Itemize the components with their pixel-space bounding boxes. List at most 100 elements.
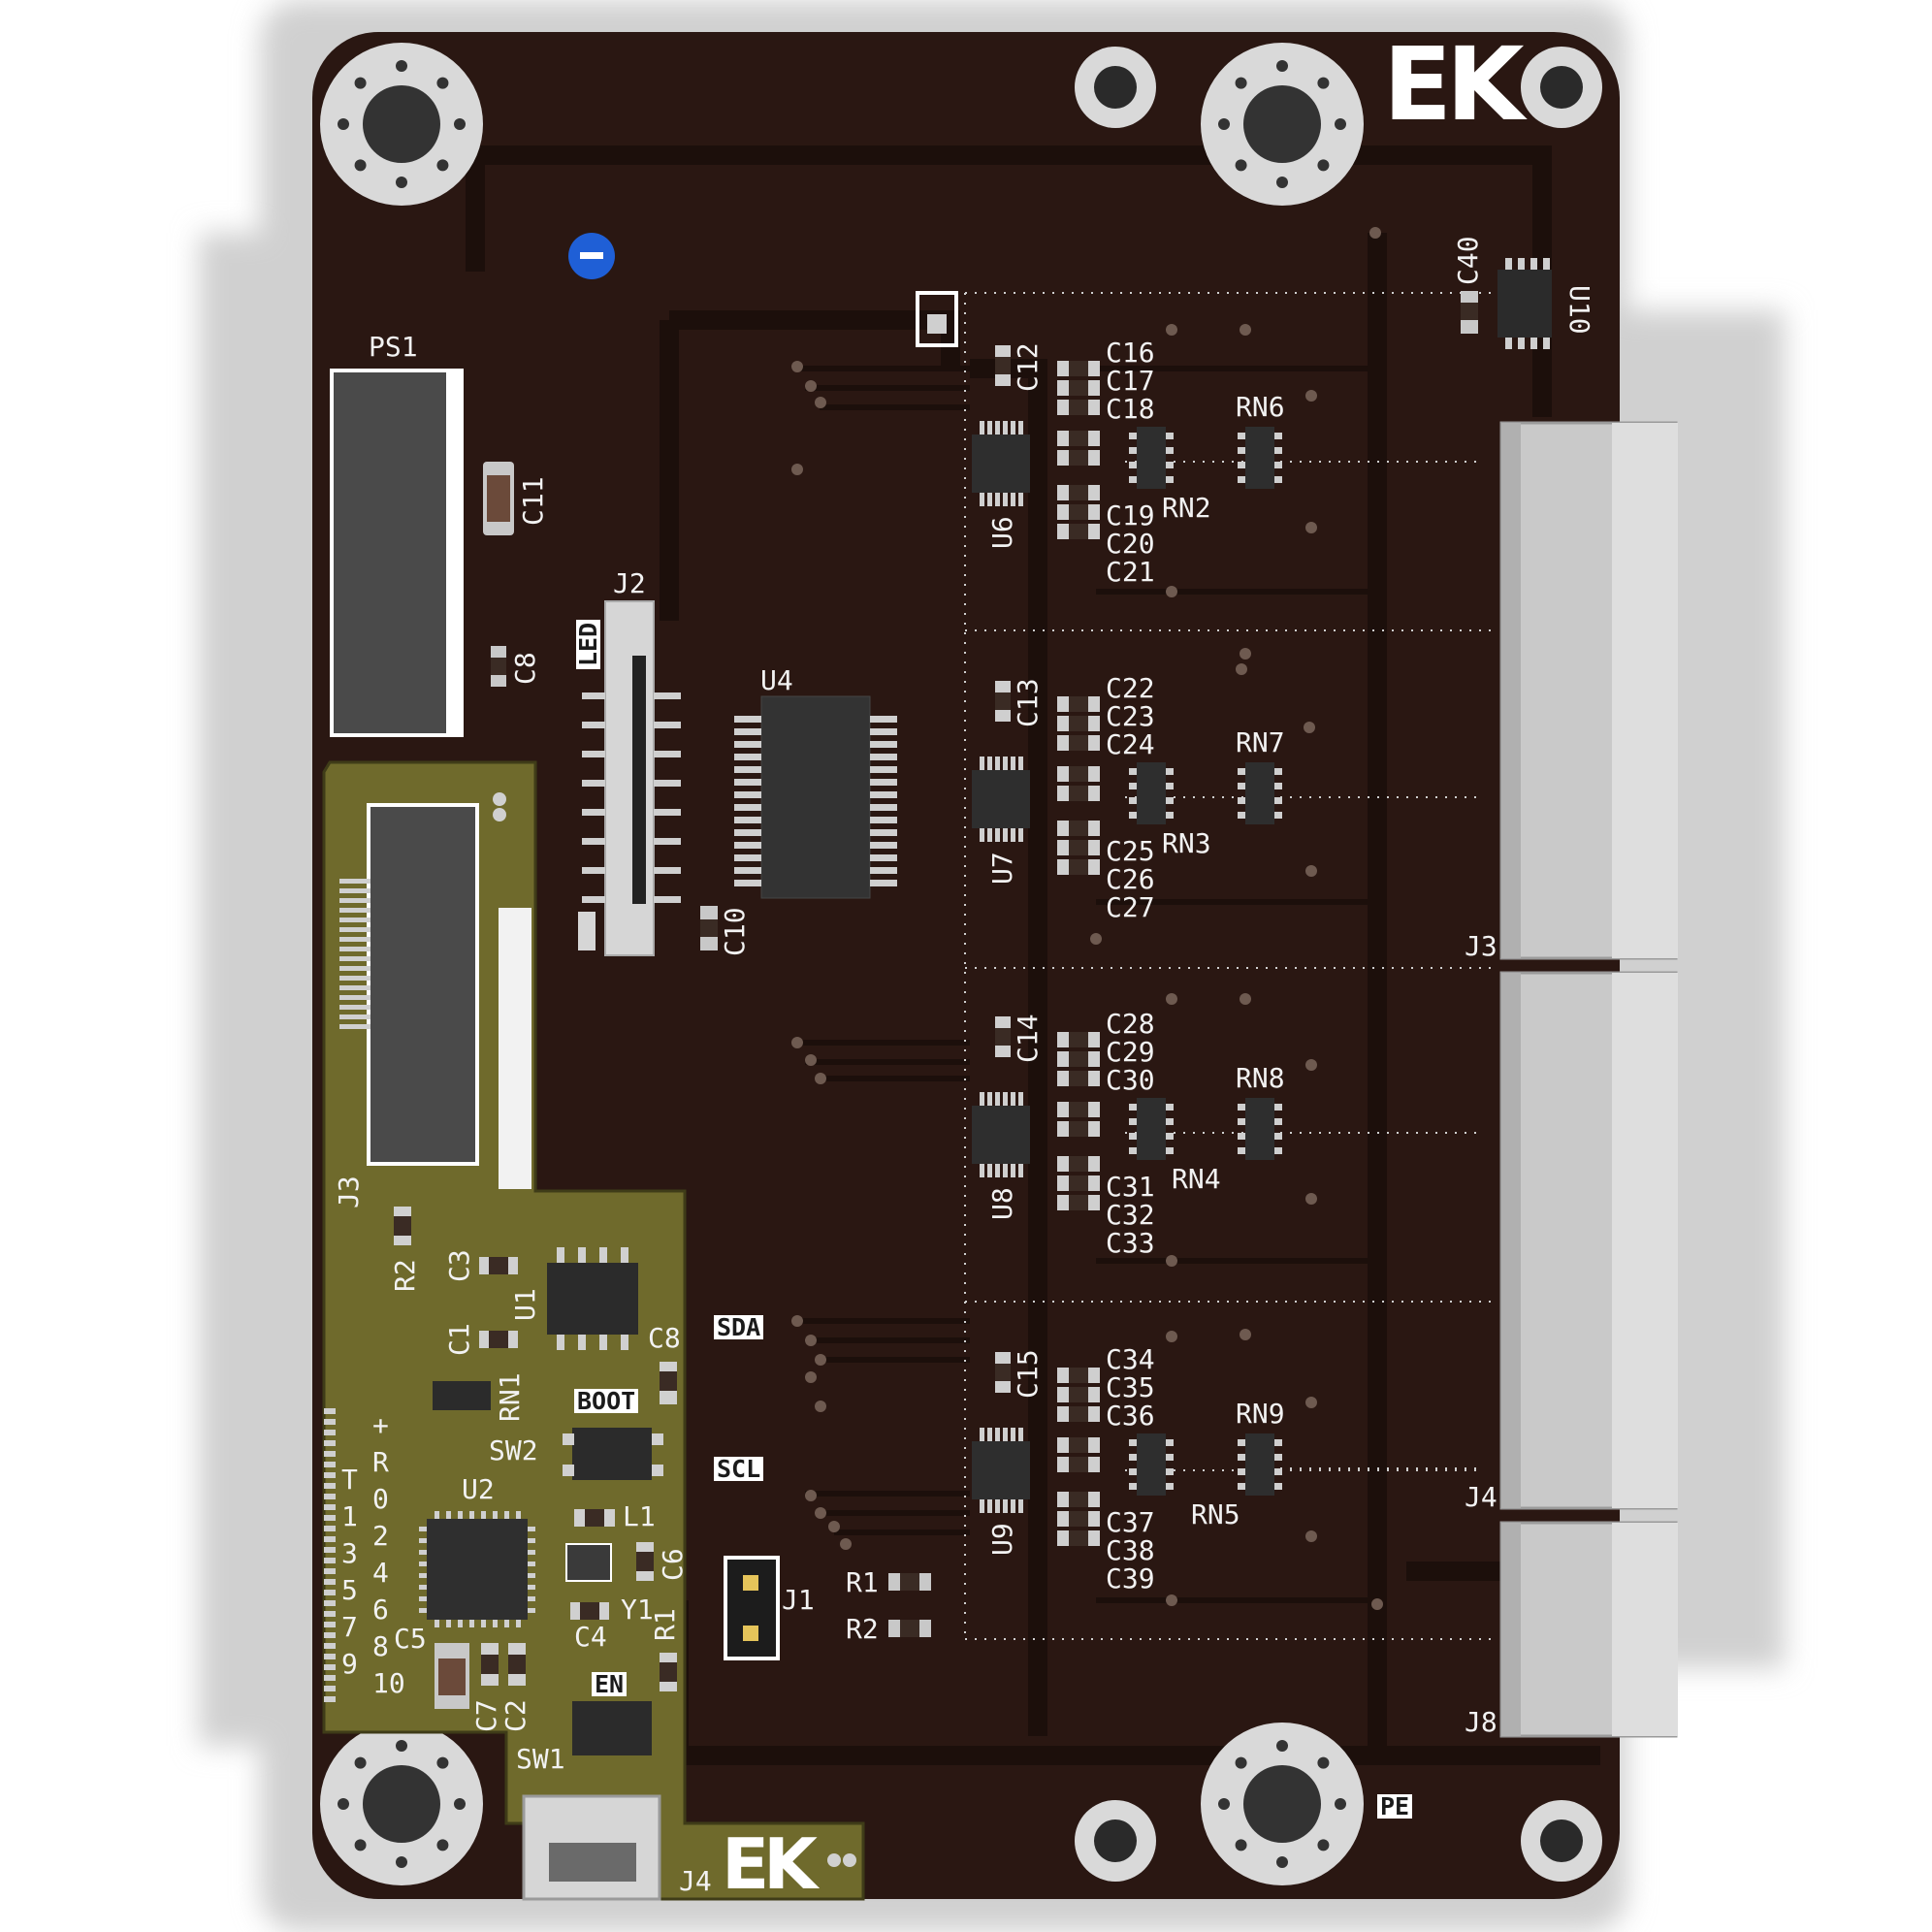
ic-pin (1018, 493, 1023, 506)
u1-pin (621, 1247, 628, 1263)
u4-pin (870, 880, 897, 886)
rn-pin (1274, 1454, 1282, 1461)
header-pin (324, 1547, 336, 1553)
via (815, 1073, 826, 1084)
hole-via (1317, 1756, 1330, 1769)
module-pin (339, 947, 370, 951)
header-pin (324, 1579, 336, 1585)
ic-u4 (734, 695, 897, 899)
hole-via (354, 159, 367, 172)
via (815, 1507, 826, 1519)
ic-pin (1011, 1428, 1015, 1441)
hole-via (1335, 1798, 1346, 1810)
ic-pin (995, 1428, 1000, 1441)
rn-pin (1274, 1133, 1282, 1140)
hole-via (396, 1856, 407, 1868)
label-cap-c25: C25 (1106, 835, 1155, 867)
u2-pin (516, 1511, 521, 1519)
pin-label-col1: 1 (341, 1500, 358, 1532)
hole-via (1218, 1798, 1230, 1810)
j2-pin (654, 896, 681, 903)
u2-pin (528, 1550, 535, 1555)
hole-via (1276, 60, 1288, 72)
sub-label-sw1: SW1 (516, 1743, 565, 1775)
hole-via (354, 1839, 367, 1852)
resistor-network (1245, 762, 1274, 824)
u10-pin (1530, 258, 1537, 270)
j2-pin (654, 867, 681, 874)
label-cap-c22: C22 (1106, 672, 1155, 704)
pin-label-col1: 3 (341, 1537, 358, 1569)
header-pin (324, 1558, 336, 1563)
sub-label-c1: C1 (443, 1323, 475, 1356)
j2-pin (582, 896, 605, 903)
label-j4: J4 (1465, 1481, 1497, 1513)
u2-pin (481, 1511, 486, 1519)
channel-cap-body (1069, 735, 1088, 751)
u4-pin (734, 880, 761, 886)
module-pin (339, 1014, 370, 1019)
u4-pin (734, 791, 761, 798)
label-cap-c29: C29 (1106, 1036, 1155, 1068)
hole-via (338, 118, 349, 130)
u2-pin (419, 1608, 427, 1613)
via (815, 1401, 826, 1412)
channel-cap-body (1069, 1121, 1088, 1137)
ic-pin (995, 1092, 1000, 1106)
label-pe: PE (1377, 1794, 1413, 1819)
u1-pin (557, 1247, 564, 1263)
u2-pin (528, 1585, 535, 1590)
ic-pin (1003, 493, 1008, 506)
label-r2: R2 (846, 1613, 879, 1645)
u1-pin (599, 1247, 607, 1263)
rn-pin (1166, 812, 1174, 819)
rn-pin (1129, 433, 1137, 439)
hole-via (1317, 77, 1330, 89)
header-pin (324, 1654, 336, 1659)
hole-via (1335, 118, 1346, 130)
rn-pin (1129, 783, 1137, 789)
via (815, 397, 826, 408)
label-rn6: RN6 (1236, 391, 1285, 423)
header-pin (324, 1462, 336, 1467)
via (1240, 993, 1251, 1005)
mounting-hole-center (1243, 85, 1321, 163)
button-boot-label[interactable]: BOOT (574, 1389, 639, 1413)
label-cap-c28: C28 (1106, 1008, 1155, 1040)
sub-label-r1: R1 (649, 1608, 681, 1641)
rn-pin (1274, 447, 1282, 454)
resistor-network (1137, 762, 1166, 824)
ic-pin (1018, 757, 1023, 770)
label-cap-c15: C15 (1012, 1349, 1044, 1399)
label-rn4: RN4 (1172, 1163, 1221, 1195)
u1-pin (599, 1335, 607, 1350)
via (791, 361, 803, 372)
via (791, 464, 803, 475)
label-ic-u7: U7 (986, 852, 1018, 885)
rn-pin (1238, 1468, 1245, 1475)
u4-pin (870, 829, 897, 836)
via (805, 1335, 817, 1346)
ic-pin (980, 1164, 984, 1177)
resistor-network (1245, 1433, 1274, 1496)
rn-pin (1166, 1147, 1174, 1154)
via (815, 1354, 826, 1366)
channel-cap-top-body (995, 1028, 1011, 1046)
label-ps1: PS1 (369, 331, 418, 363)
channel-cap-body (1069, 1032, 1088, 1047)
label-c8: C8 (509, 652, 541, 685)
via (1166, 1255, 1177, 1267)
label-ic-u6: U6 (986, 516, 1018, 549)
module-pin (339, 976, 370, 981)
rn-pin (1129, 1468, 1137, 1475)
u2-pin (458, 1511, 463, 1519)
u2-pin (493, 1511, 498, 1519)
module-pin (339, 956, 370, 961)
rn-pin (1166, 797, 1174, 804)
via (805, 380, 817, 392)
rn-pin (1274, 433, 1282, 439)
button-en-label[interactable]: EN (592, 1672, 628, 1696)
resistor-network (1137, 1098, 1166, 1160)
label-cap-c33: C33 (1106, 1227, 1155, 1259)
sub-label-r2: R2 (389, 1259, 421, 1292)
